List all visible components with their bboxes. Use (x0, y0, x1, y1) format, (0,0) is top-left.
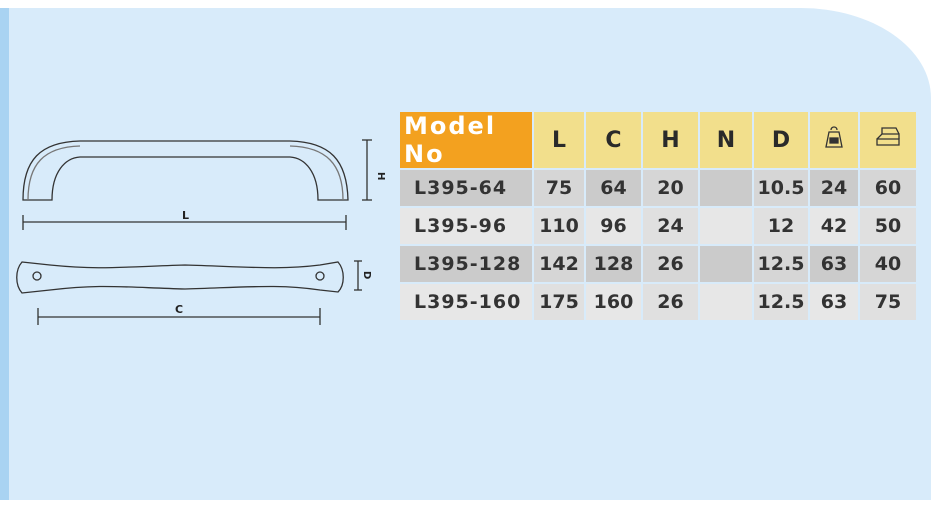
header-model-no: Model No (400, 112, 532, 168)
model-number-cell: L395-160 (400, 284, 532, 320)
spec-cell: 10.5 (754, 170, 808, 206)
spec-cell: 24 (810, 170, 858, 206)
diameter-label: D (361, 271, 372, 279)
length-label: L (182, 209, 189, 222)
left-accent-strip (0, 8, 9, 500)
spec-cell: 75 (534, 170, 584, 206)
length-dimension: L (22, 209, 347, 230)
box-icon (876, 127, 900, 146)
header-n: N (700, 112, 752, 168)
spec-cell (700, 170, 752, 206)
model-number-cell: L395-128 (400, 246, 532, 282)
spec-cell: 26 (643, 284, 698, 320)
spec-cell: 63 (810, 246, 858, 282)
spec-cell: 50 (860, 208, 916, 244)
height-dimension: H (362, 139, 386, 201)
header-h: H (643, 112, 698, 168)
height-label: H (375, 172, 386, 180)
header-box (860, 112, 916, 168)
spec-cell: 110 (534, 208, 584, 244)
center-label: C (175, 303, 183, 316)
spec-cell: 63 (810, 284, 858, 320)
spec-cell: 20 (643, 170, 698, 206)
spec-cell: 160 (586, 284, 641, 320)
weight-bag-icon (825, 126, 843, 148)
diameter-dimension: D (354, 260, 372, 291)
handle-side-view (22, 140, 349, 201)
spec-cell: 40 (860, 246, 916, 282)
model-number-cell: L395-96 (400, 208, 532, 244)
spec-cell: 26 (643, 246, 698, 282)
spec-cell: 12.5 (754, 284, 808, 320)
spec-cell: 96 (586, 208, 641, 244)
table-header-row: Model No L C H N D (400, 112, 916, 168)
center-dimension: C (37, 303, 321, 325)
handle-top-view (16, 261, 344, 294)
spec-cell (700, 284, 752, 320)
spec-cell (700, 246, 752, 282)
spec-cell: 12.5 (754, 246, 808, 282)
model-number-cell: L395-64 (400, 170, 532, 206)
spec-cell: 64 (586, 170, 641, 206)
header-weight (810, 112, 858, 168)
header-l: L (534, 112, 584, 168)
spec-cell: 128 (586, 246, 641, 282)
spec-cell: 175 (534, 284, 584, 320)
spec-cell: 75 (860, 284, 916, 320)
spec-cell: 60 (860, 170, 916, 206)
spec-cell: 142 (534, 246, 584, 282)
spec-cell: 42 (810, 208, 858, 244)
header-d: D (754, 112, 808, 168)
spec-cell: 24 (643, 208, 698, 244)
spec-cell (700, 208, 752, 244)
spec-cell: 12 (754, 208, 808, 244)
handle-technical-drawing: H L D C (16, 139, 386, 325)
header-c: C (586, 112, 641, 168)
